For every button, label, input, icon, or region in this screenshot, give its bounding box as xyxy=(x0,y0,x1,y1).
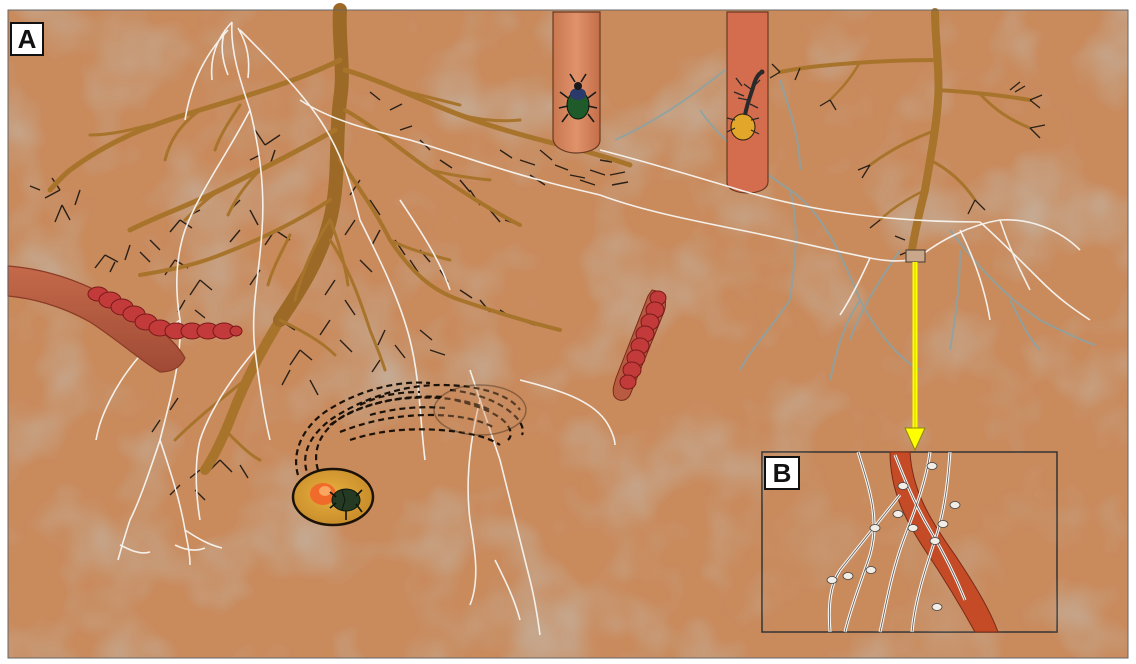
panel-label-a: A xyxy=(10,22,44,56)
tube-larva xyxy=(727,12,768,193)
tube-beetle xyxy=(553,12,600,153)
panel-label-b: B xyxy=(764,456,800,490)
inset-b xyxy=(762,452,1057,632)
brood-chamber xyxy=(293,469,373,525)
zoom-region-marker xyxy=(906,250,925,262)
burrow-end-cell xyxy=(434,385,526,435)
